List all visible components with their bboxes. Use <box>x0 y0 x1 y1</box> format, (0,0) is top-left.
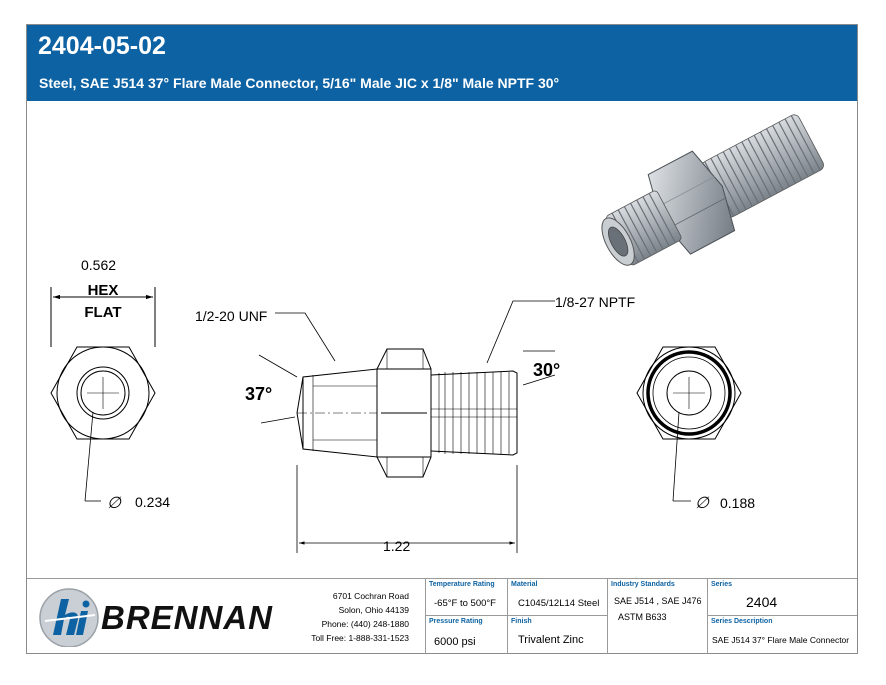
brennan-logo: BRENNAN <box>31 585 311 648</box>
phone-number: Phone: (440) 248-1880 <box>321 619 409 629</box>
technical-drawing: 0.562 HEX FLAT ∅ 0.234 <box>50 114 824 554</box>
pressure-label: Pressure Rating <box>429 618 483 625</box>
industry-standards-cell: Industry Standards SAE J514 , SAE J476 A… <box>607 579 707 654</box>
toll-free-number: Toll Free: 1-888-331-1523 <box>311 633 409 643</box>
address-line2: Solon, Ohio 44139 <box>338 605 409 615</box>
thread-nptf-label: 1/8-27 NPTF <box>555 294 635 310</box>
bore-diameter-left: 0.234 <box>135 494 170 510</box>
flat-label: FLAT <box>84 304 121 321</box>
hex-label: HEX <box>88 282 119 299</box>
material-label: Material <box>511 581 538 588</box>
title-banner: 2404-05-02 Steel, SAE J514 37° Flare Mal… <box>27 25 857 101</box>
address-line1: 6701 Cochran Road <box>332 591 409 601</box>
title-block: BRENNAN 6701 Cochran Road Solon, Ohio 44… <box>27 578 857 654</box>
isometric-render <box>601 114 824 266</box>
series-description-value: SAE J514 37° Flare Male Connector <box>712 635 850 645</box>
drawing-sheet: 2404-05-02 Steel, SAE J514 37° Flare Mal… <box>26 24 858 654</box>
company-address: 6701 Cochran Road Solon, Ohio 44139 Phon… <box>297 589 409 645</box>
material-finish-cell: Material C1045/12L14 Steel Finish Trival… <box>507 579 607 654</box>
overall-length-dimension: 1.22 <box>383 538 410 554</box>
company-name: BRENNAN <box>101 599 273 636</box>
temperature-value: -65°F to 500°F <box>434 598 496 609</box>
series-cell: Series 2404 Series Description SAE J514 … <box>707 579 857 654</box>
series-description-label: Series Description <box>711 618 773 625</box>
material-value: C1045/12L14 Steel <box>518 598 600 609</box>
standards-line1: SAE J514 , SAE J476 <box>614 596 702 606</box>
temperature-pressure-cell: Temperature Rating -65°F to 500°F Pressu… <box>425 579 507 654</box>
angle-nptf-label: 30° <box>533 360 560 380</box>
finish-label: Finish <box>511 618 532 625</box>
side-profile-view <box>258 300 556 553</box>
bore-diameter-right: 0.188 <box>720 495 755 511</box>
left-hex-view <box>50 287 156 502</box>
standards-line2: ASTM B633 <box>618 612 667 622</box>
diameter-symbol-left: ∅ <box>107 495 122 512</box>
diameter-symbol-right: ∅ <box>695 495 710 512</box>
pressure-value: 6000 psi <box>434 636 476 648</box>
right-hex-view <box>636 346 742 502</box>
temperature-label: Temperature Rating <box>429 581 495 588</box>
series-label: Series <box>711 581 733 588</box>
angle-jic-label: 37° <box>245 384 272 404</box>
thread-jic-label: 1/2-20 UNF <box>195 308 267 324</box>
part-description: Steel, SAE J514 37° Flare Male Connector… <box>39 75 560 91</box>
finish-value: Trivalent Zinc <box>518 634 584 646</box>
part-number: 2404-05-02 <box>38 32 166 60</box>
hex-flat-dimension: 0.562 <box>81 257 116 273</box>
series-value: 2404 <box>746 594 778 610</box>
standards-label: Industry Standards <box>611 581 675 588</box>
